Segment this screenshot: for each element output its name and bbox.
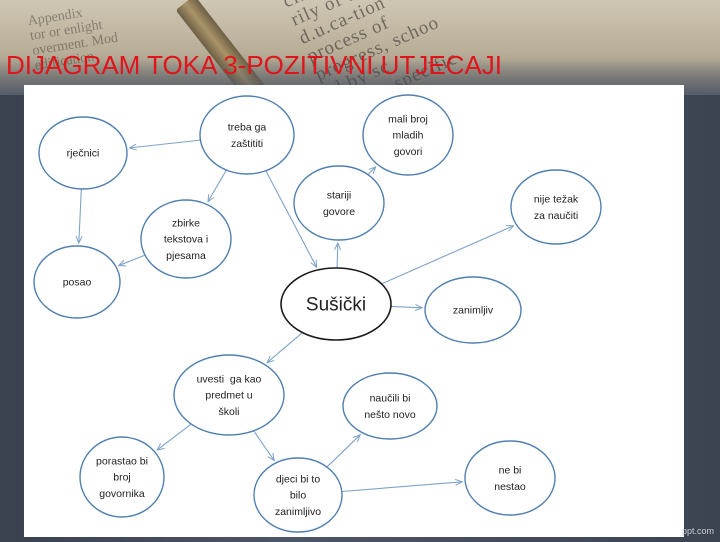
- watermark: ppt.com: [681, 526, 714, 536]
- edge-zbirke-to-posao: [119, 254, 146, 265]
- node-susicki: Sušički: [280, 267, 392, 341]
- edge-uvesti-to-porastao: [157, 423, 192, 450]
- node-shape-uvesti: [173, 354, 285, 436]
- edge-treba-to-susicki: [265, 170, 317, 268]
- edge-treba-to-zbirke: [208, 169, 227, 202]
- node-shape-susicki: [280, 267, 392, 341]
- edge-susicki-to-uvesti: [267, 332, 303, 363]
- edge-susicki-to-stariji: [337, 243, 338, 269]
- node-shape-mali: [362, 94, 454, 176]
- node-shape-djeci: [253, 457, 343, 533]
- edges-layer: [79, 139, 514, 493]
- edge-uvesti-to-djeci: [253, 430, 275, 461]
- node-shape-nebi: [464, 440, 556, 516]
- slide-title: DIJAGRAM TOKA 3-POZITIVNI UTJECAJI: [6, 50, 503, 80]
- edge-rjecnici-to-posao: [79, 188, 82, 243]
- node-shape-rjecnici: [38, 116, 128, 190]
- node-shape-stariji: [293, 165, 385, 241]
- node-shape-zanimljiv: [424, 276, 522, 344]
- node-shape-naucili: [342, 372, 438, 440]
- node-label-rjecnici: rječnici: [67, 148, 100, 160]
- node-shape-porastao: [79, 436, 165, 518]
- edge-djeci-to-naucili: [326, 435, 360, 468]
- edge-stariji-to-mali: [367, 167, 376, 175]
- node-label-posao: posao: [63, 277, 92, 289]
- edge-susicki-to-zanimljiv: [390, 306, 422, 307]
- node-label-zanimljiv: zanimljiv: [453, 305, 494, 317]
- node-shape-zbirke: [140, 199, 232, 279]
- edge-djeci-to-nebi: [341, 482, 462, 493]
- edge-treba-to-rjecnici: [130, 139, 201, 148]
- node-zanimljiv: zanimljiv: [424, 276, 522, 344]
- node-shape-treba: [199, 95, 295, 175]
- node-shape-nije: [510, 169, 602, 245]
- node-shape-posao: [33, 245, 121, 319]
- node-posao: posao: [33, 245, 121, 319]
- edge-susicki-to-nije: [381, 226, 514, 285]
- node-label-susicki: Sušički: [306, 295, 366, 316]
- node-rjecnici: rječnici: [38, 116, 128, 190]
